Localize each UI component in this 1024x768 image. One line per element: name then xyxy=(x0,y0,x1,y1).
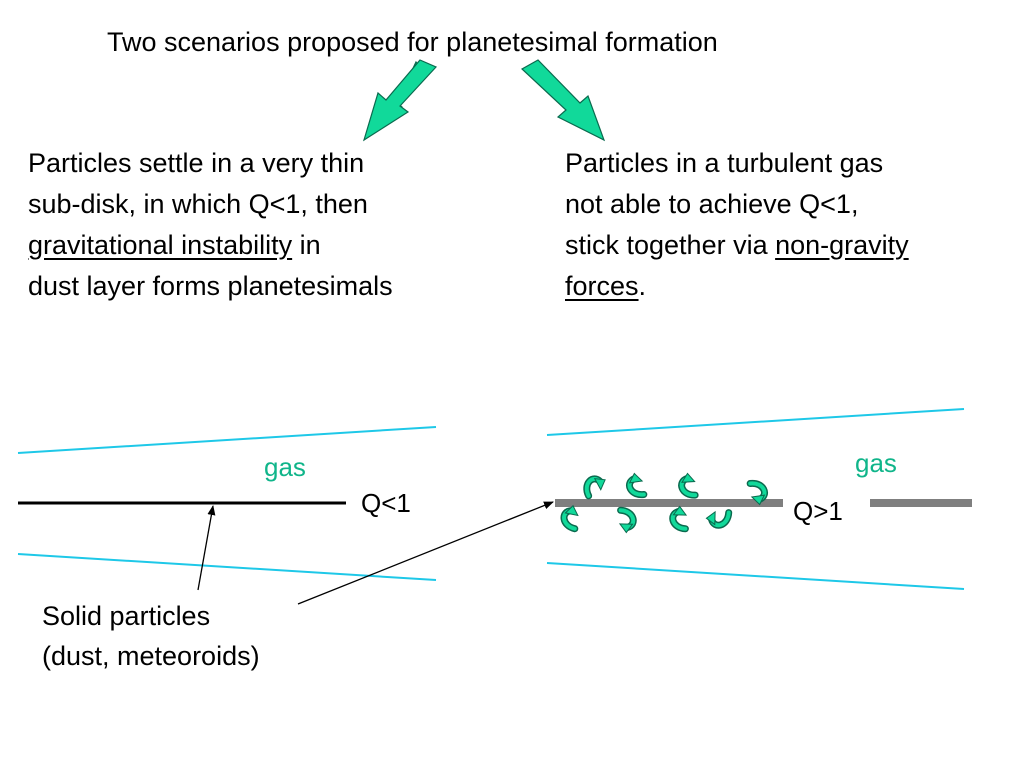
right-line-1: Particles in a turbulent gas xyxy=(565,148,884,178)
solid-label-line-2: (dust, meteoroids) xyxy=(42,641,260,671)
left-q-label: Q<1 xyxy=(361,488,411,518)
gravitational-instability-term: gravitational instability xyxy=(28,230,293,260)
pointer-to-right-layer xyxy=(297,501,554,605)
right-scenario-arrow-icon xyxy=(520,59,606,142)
left-line-3-rest: in xyxy=(292,230,321,260)
solid-particles-label: Solid particles (dust, meteoroids) xyxy=(42,596,260,676)
right-gas-label: gas xyxy=(855,448,897,478)
curved-arrow-icon xyxy=(679,473,700,496)
solid-label-line-1: Solid particles xyxy=(42,601,211,631)
curved-arrow-icon xyxy=(561,504,585,529)
left-gas-label: gas xyxy=(264,452,306,482)
right-line-4-rest: . xyxy=(638,271,647,301)
curved-arrow-icon xyxy=(670,505,692,529)
right-q-label: Q>1 xyxy=(793,496,843,526)
right-line-4: forces. xyxy=(565,266,909,307)
forces-term: forces xyxy=(565,271,639,301)
right-line-3-plain: stick together via xyxy=(565,230,776,260)
curved-arrow-icon xyxy=(705,506,729,528)
right-gas-lower-boundary xyxy=(546,562,965,590)
left-line-3: gravitational instability in xyxy=(28,225,393,266)
page-title: Two scenarios proposed for planetesimal … xyxy=(107,27,718,57)
left-line-1: Particles settle in a very thin xyxy=(28,148,365,178)
curved-arrow-icon xyxy=(614,510,636,534)
right-gas-upper-boundary xyxy=(546,408,965,436)
left-scenario-text: Particles settle in a very thin sub-disk… xyxy=(28,143,393,307)
left-line-2: sub-disk, in which Q<1, then xyxy=(28,189,368,219)
right-scenario-text: Particles in a turbulent gas not able to… xyxy=(565,143,909,307)
right-line-2: not able to achieve Q<1, xyxy=(565,189,859,219)
left-line-4: dust layer forms planetesimals xyxy=(28,271,393,301)
curved-arrow-icon xyxy=(628,473,647,495)
left-scenario-arrow-icon xyxy=(362,59,438,142)
left-gas-upper-boundary xyxy=(17,426,437,454)
curved-arrow-icon xyxy=(585,477,607,496)
pointer-to-left-layer xyxy=(197,505,216,591)
right-line-3: stick together via non-gravity xyxy=(565,225,909,266)
left-gas-lower-boundary xyxy=(17,553,437,581)
non-gravity-term: non-gravity xyxy=(775,230,909,260)
